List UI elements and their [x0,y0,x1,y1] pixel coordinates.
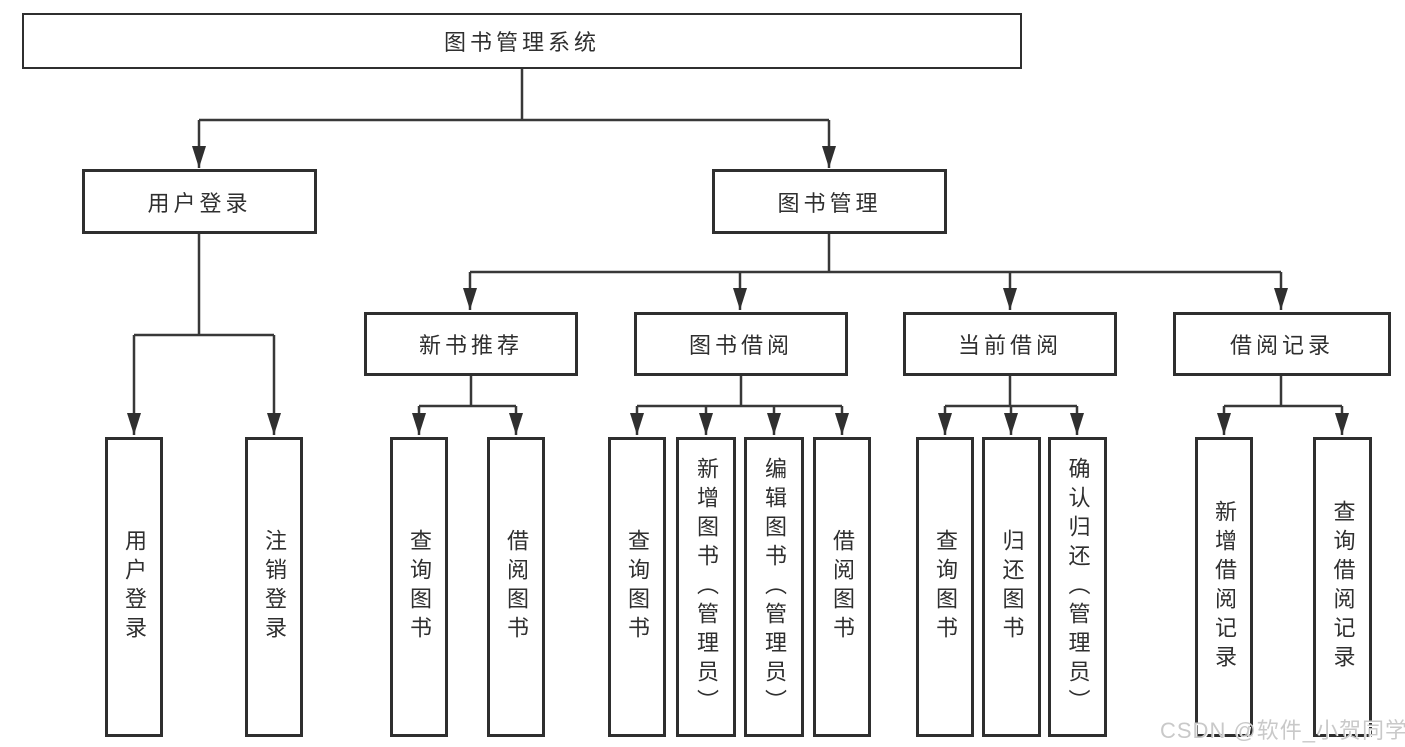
leaf-bb-query-books-label: 查询图书 [625,529,650,645]
node-borrow-record: 借阅记录 [1173,312,1391,376]
csdn-watermark: CSDN @软件_小贺同学 [1160,718,1405,743]
leaf-cb-return-books: 归还图书 [982,437,1041,737]
node-root-system: 图书管理系统 [22,13,1022,69]
node-current-borrow: 当前借阅 [903,312,1117,376]
leaf-nb-borrow-books: 借阅图书 [487,437,545,737]
leaf-br-query-record-label: 查询借阅记录 [1330,500,1356,674]
leaf-logout-label: 注销登录 [262,529,287,645]
leaf-nb-borrow-books-label: 借阅图书 [504,529,529,645]
leaf-cb-query-books: 查询图书 [916,437,974,737]
leaf-bb-edit-books-admin-label: 编辑图书（管理员） [762,456,787,718]
node-book-borrow-label: 图书借阅 [688,333,793,358]
node-book-borrow: 图书借阅 [634,312,848,376]
leaf-logout: 注销登录 [245,437,303,737]
leaf-cb-return-books-label: 归还图书 [999,529,1025,645]
leaf-nb-query-books: 查询图书 [390,437,448,737]
node-book-management-label: 图书管理 [777,190,882,216]
branch-new-book [419,376,516,408]
node-borrow-record-label: 借阅记录 [1229,333,1334,358]
branch-book-management [470,233,1281,274]
branch-borrow-record [1224,376,1342,408]
leaf-nb-query-books-label: 查询图书 [407,529,432,645]
leaf-bb-edit-books-admin: 编辑图书（管理员） [744,437,804,737]
branch-root [199,69,829,122]
leaf-br-add-record-label: 新增借阅记录 [1212,500,1237,674]
node-new-book-recommend-label: 新书推荐 [418,333,523,358]
node-current-borrow-label: 当前借阅 [957,333,1062,358]
leaf-br-query-record: 查询借阅记录 [1313,437,1372,737]
branch-current-borrow [945,376,1077,408]
branch-user-login [134,233,274,337]
node-new-book-recommend: 新书推荐 [364,312,578,376]
leaf-user-login: 用户登录 [105,437,163,737]
leaf-bb-borrow-books-label: 借阅图书 [830,529,855,645]
leaf-bb-add-books-admin: 新增图书（管理员） [676,437,736,737]
node-user-login: 用户登录 [82,169,317,234]
branch-book-borrow [637,376,842,408]
node-root-system-label: 图书管理系统 [443,30,600,55]
leaf-user-login-label: 用户登录 [122,529,147,645]
leaf-cb-confirm-return-admin: 确认归还（管理员） [1048,437,1107,737]
node-user-login-label: 用户登录 [147,190,252,216]
leaf-bb-borrow-books: 借阅图书 [813,437,871,737]
leaf-cb-query-books-label: 查询图书 [933,529,958,645]
leaf-bb-query-books: 查询图书 [608,437,666,737]
node-book-management: 图书管理 [712,169,947,234]
leaf-br-add-record: 新增借阅记录 [1195,437,1253,737]
leaf-bb-add-books-admin-label: 新增图书（管理员） [694,456,719,718]
leaf-cb-confirm-return-admin-label: 确认归还（管理员） [1065,456,1091,718]
